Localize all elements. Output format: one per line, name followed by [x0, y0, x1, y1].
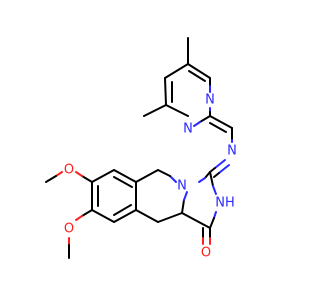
bond	[157, 212, 183, 223]
pyrimidine-ring	[164, 63, 233, 133]
bond	[75, 171, 83, 177]
bond	[135, 209, 159, 223]
bond	[181, 212, 211, 229]
atom-n-imine: N	[227, 144, 237, 159]
imidazolone-ring	[181, 171, 217, 229]
bond-double	[113, 204, 132, 216]
bond	[164, 77, 167, 106]
middle-ring	[135, 169, 183, 223]
atom-nh: NH	[215, 196, 235, 211]
atom-n-pyrimidine-1: N	[205, 93, 215, 108]
bond	[169, 175, 177, 183]
atom-n-pyrimidine-3: N	[183, 122, 193, 137]
bond	[198, 177, 206, 183]
bond	[75, 215, 83, 221]
benzene-ring	[91, 169, 137, 223]
bond	[199, 115, 211, 123]
bond	[157, 169, 171, 177]
bond-double	[188, 70, 206, 82]
bond	[212, 185, 217, 195]
bond	[113, 209, 137, 223]
atom-n-ring: N	[177, 179, 187, 194]
bond	[209, 115, 233, 129]
bond	[164, 63, 189, 79]
bond	[209, 217, 215, 229]
methyl-bond-left	[143, 104, 167, 117]
bond	[91, 209, 115, 223]
bond	[213, 211, 217, 219]
bond	[165, 104, 189, 117]
bond	[209, 171, 214, 187]
bond	[81, 209, 93, 217]
bond	[209, 167, 216, 173]
bond	[81, 175, 93, 183]
bond	[181, 199, 185, 214]
structure-svg: N N N N NH O O O	[45, 37, 237, 261]
bond	[183, 191, 188, 201]
bond	[113, 169, 137, 183]
bond	[135, 169, 159, 183]
bond	[193, 121, 201, 127]
bond	[214, 159, 226, 169]
atom-o-methoxy-2: O	[64, 222, 74, 237]
bond-double	[213, 172, 220, 178]
bond	[45, 175, 57, 183]
bond	[204, 171, 211, 179]
bond-double	[113, 176, 133, 188]
atom-o-methoxy-1: O	[64, 163, 74, 178]
atom-o-carbonyl: O	[201, 246, 211, 261]
bond-double	[218, 164, 230, 174]
molecule-diagram: N N N N NH O O O	[45, 37, 237, 261]
bond	[55, 171, 63, 177]
bond	[187, 63, 211, 79]
bond	[91, 169, 115, 183]
bond-double	[209, 122, 227, 133]
